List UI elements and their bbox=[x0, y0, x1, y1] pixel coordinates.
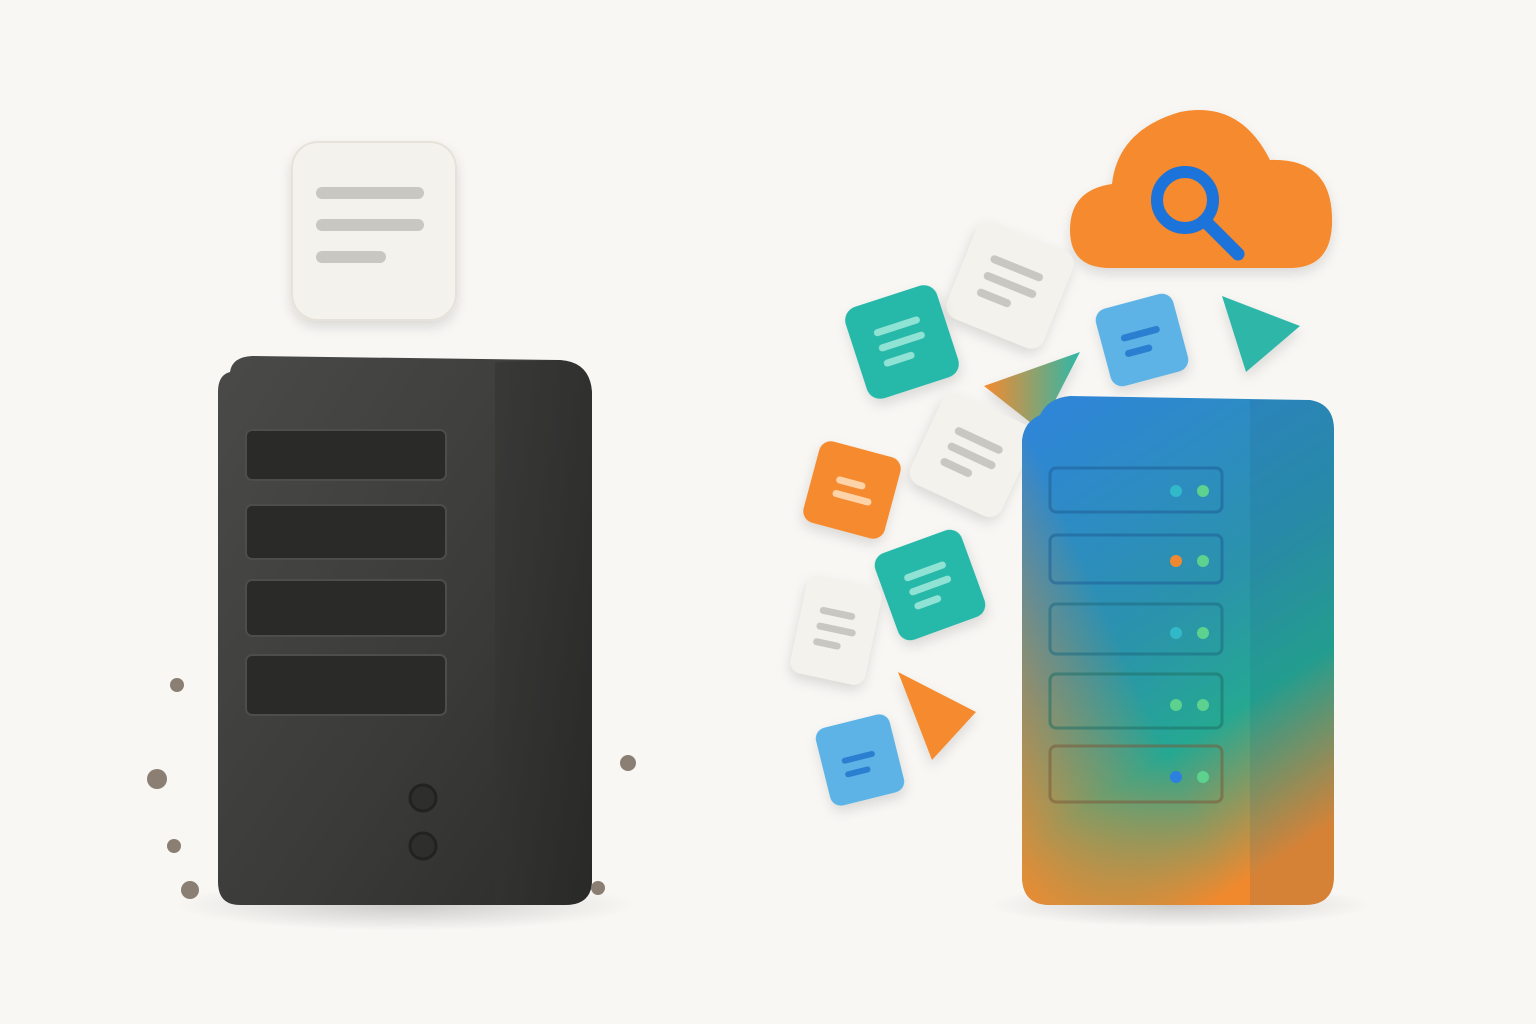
rack-unit bbox=[1048, 744, 1224, 804]
play-triangle-orange bbox=[898, 672, 976, 760]
status-led bbox=[1170, 485, 1182, 497]
tile-white-top bbox=[946, 221, 1074, 349]
status-led bbox=[1170, 771, 1182, 783]
rack-unit bbox=[1048, 672, 1224, 730]
left-group bbox=[147, 141, 636, 931]
magnifier-icon bbox=[1151, 166, 1245, 261]
tile-orange bbox=[803, 441, 901, 539]
play-triangle-gradient bbox=[984, 352, 1080, 430]
tile-blue-low bbox=[815, 714, 905, 806]
tile-white-low bbox=[790, 575, 882, 685]
status-led bbox=[1197, 555, 1209, 567]
document-line bbox=[316, 219, 424, 231]
status-led bbox=[1170, 627, 1182, 639]
drive-bay bbox=[245, 654, 447, 716]
status-led bbox=[1197, 485, 1209, 497]
status-led bbox=[1197, 699, 1209, 711]
tile-teal-left bbox=[845, 285, 959, 399]
reset-button bbox=[408, 831, 438, 861]
drive-bay bbox=[245, 504, 447, 560]
status-led bbox=[1197, 627, 1209, 639]
drive-bay bbox=[245, 429, 447, 481]
document-line bbox=[316, 251, 386, 263]
power-button bbox=[408, 783, 438, 813]
right-group bbox=[790, 110, 1370, 927]
status-led bbox=[1170, 699, 1182, 711]
tile-teal-mid bbox=[874, 529, 986, 641]
cloud-icon bbox=[1070, 110, 1333, 268]
color-server bbox=[1022, 396, 1334, 905]
status-led bbox=[1170, 555, 1182, 567]
document-line bbox=[316, 187, 424, 199]
dark-server bbox=[218, 356, 592, 905]
dust-particles bbox=[147, 678, 636, 899]
tile-white-mid bbox=[910, 393, 1034, 517]
drive-bay bbox=[245, 579, 447, 637]
play-triangle-teal bbox=[1222, 296, 1300, 372]
rack-unit bbox=[1048, 533, 1224, 585]
status-led bbox=[1197, 771, 1209, 783]
floating-document bbox=[291, 141, 457, 321]
rack-unit bbox=[1048, 466, 1224, 514]
tile-blue-top bbox=[1095, 293, 1189, 387]
rack-unit bbox=[1048, 602, 1224, 656]
cloud-search bbox=[1070, 110, 1333, 268]
